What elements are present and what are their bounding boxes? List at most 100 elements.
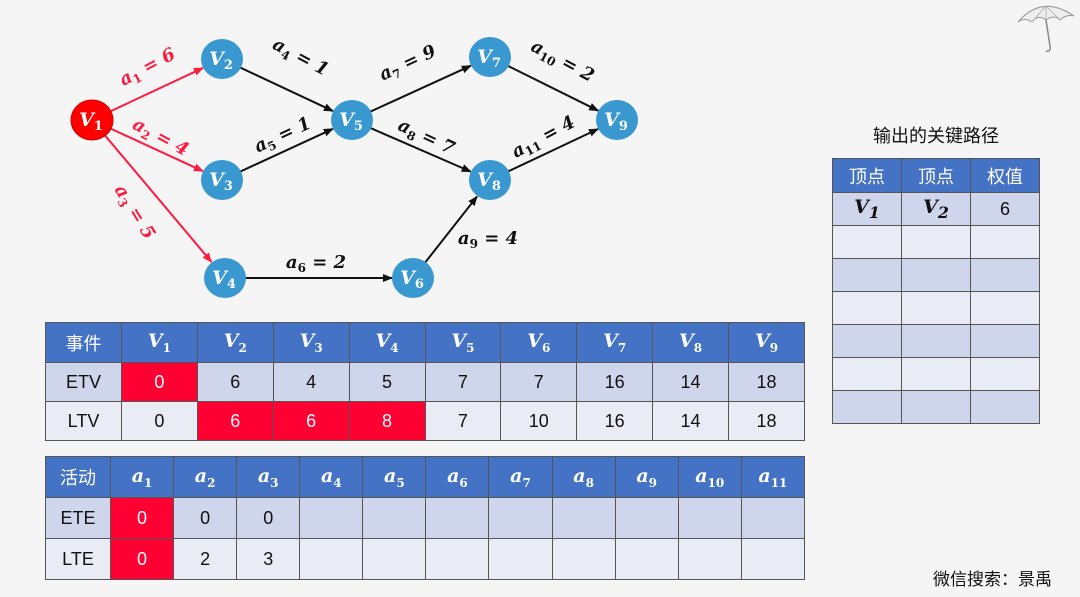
table-cell: 3 — [236, 538, 301, 580]
table-cell: 7 — [424, 401, 502, 441]
row-label: ETV — [45, 362, 122, 402]
table-row — [832, 258, 1040, 292]
table-cell: 18 — [728, 362, 805, 402]
table-row — [832, 390, 1040, 424]
table-cell — [970, 258, 1040, 292]
table-cell — [425, 497, 490, 539]
table-cell: 4 — [272, 362, 350, 402]
edge-V1-V3 — [109, 127, 204, 173]
table-cell — [901, 390, 971, 424]
table-cell — [425, 538, 490, 580]
edge-V3-V5 — [239, 127, 334, 173]
node-V9: V9 — [596, 100, 638, 140]
svg-text:V8: V8 — [477, 169, 501, 194]
column-header: 权值 — [970, 158, 1040, 193]
column-header-V7: V7 — [576, 322, 654, 363]
column-header-a2: a2 — [173, 456, 238, 498]
column-header-a9: a9 — [614, 456, 679, 498]
node-V3: V3 — [201, 160, 243, 200]
table-cell — [488, 497, 553, 539]
table-cell — [832, 258, 902, 292]
column-header-a8: a8 — [551, 456, 616, 498]
aoe-network-graph: a1 = 6a2 = 4a3 = 5a4 = 1a5 = 1a6 = 2a7 =… — [70, 34, 638, 298]
footer-text: 微信搜索：景禹 — [933, 570, 1052, 590]
table-cell: 10 — [500, 401, 578, 441]
table-row — [832, 357, 1040, 391]
edge-weight-label: a7 = 9 — [376, 41, 441, 87]
edge-V8-V9 — [507, 128, 599, 173]
table-cell — [362, 497, 427, 539]
table-cell: 7 — [424, 362, 502, 402]
table-cell — [677, 497, 742, 539]
edge-V5-V8 — [369, 127, 472, 173]
table-cell: 6 — [196, 362, 274, 402]
table-cell — [970, 324, 1040, 358]
table-cell — [299, 497, 364, 539]
edge-weight-label: a1 = 6 — [116, 44, 180, 93]
column-header-a11: a11 — [740, 456, 806, 498]
edge-weight-label: a4 = 1 — [268, 34, 332, 83]
column-header-a6: a6 — [425, 456, 490, 498]
edge-V1-V2 — [109, 67, 204, 113]
node-V2: V2 — [201, 39, 243, 79]
table-cell: 18 — [728, 401, 805, 441]
column-header-V8: V8 — [652, 322, 729, 363]
table-cell — [970, 390, 1040, 424]
table-cell: 7 — [500, 362, 578, 402]
node-V6: V6 — [392, 258, 434, 298]
node-V1: V1 — [70, 99, 114, 141]
header-label: 事件 — [45, 322, 122, 363]
table-cell: 2 — [173, 538, 238, 580]
table-cell: V1 — [832, 192, 902, 226]
table-cell: 0 — [109, 497, 175, 539]
table-cell: 5 — [348, 362, 426, 402]
svg-text:V4: V4 — [212, 267, 236, 292]
table-cell — [832, 225, 902, 259]
node-V4: V4 — [204, 258, 246, 298]
column-header-V4: V4 — [348, 322, 426, 363]
column-header-a1: a1 — [109, 456, 175, 498]
row-label: LTV — [45, 401, 122, 441]
table-row — [832, 225, 1040, 259]
svg-text:V2: V2 — [209, 48, 233, 73]
table-cell: 16 — [576, 362, 654, 402]
svg-text:V5: V5 — [339, 109, 363, 134]
table-cell — [832, 324, 902, 358]
column-header-V2: V2 — [196, 322, 274, 363]
header-label: 活动 — [45, 456, 111, 498]
table-cell — [740, 538, 806, 580]
table-cell: 0 — [121, 401, 198, 441]
table-row — [832, 291, 1040, 325]
table-cell — [901, 225, 971, 259]
table-cell: 0 — [236, 497, 301, 539]
column-header-V3: V3 — [272, 322, 350, 363]
table-cell — [740, 497, 806, 539]
edge-V6-V8 — [424, 195, 478, 263]
column-header-a7: a7 — [488, 456, 553, 498]
table-cell: 6 — [272, 401, 350, 441]
table-cell — [832, 390, 902, 424]
column-header-a3: a3 — [236, 456, 301, 498]
table-cell: 16 — [576, 401, 654, 441]
table-cell — [901, 324, 971, 358]
table-cell — [901, 291, 971, 325]
table-cell: 0 — [121, 362, 198, 402]
table-cell — [970, 225, 1040, 259]
table-cell: 6 — [196, 401, 274, 441]
svg-text:V1: V1 — [79, 109, 103, 134]
table-cell — [362, 538, 427, 580]
edge-weight-label: a11 = 4 — [508, 112, 579, 164]
table-cell — [488, 538, 553, 580]
table-cell: V2 — [901, 192, 971, 226]
column-header-V1: V1 — [121, 322, 198, 363]
edge-V1-V4 — [104, 134, 213, 263]
column-header-V6: V6 — [500, 322, 578, 363]
svg-text:V9: V9 — [604, 109, 628, 134]
